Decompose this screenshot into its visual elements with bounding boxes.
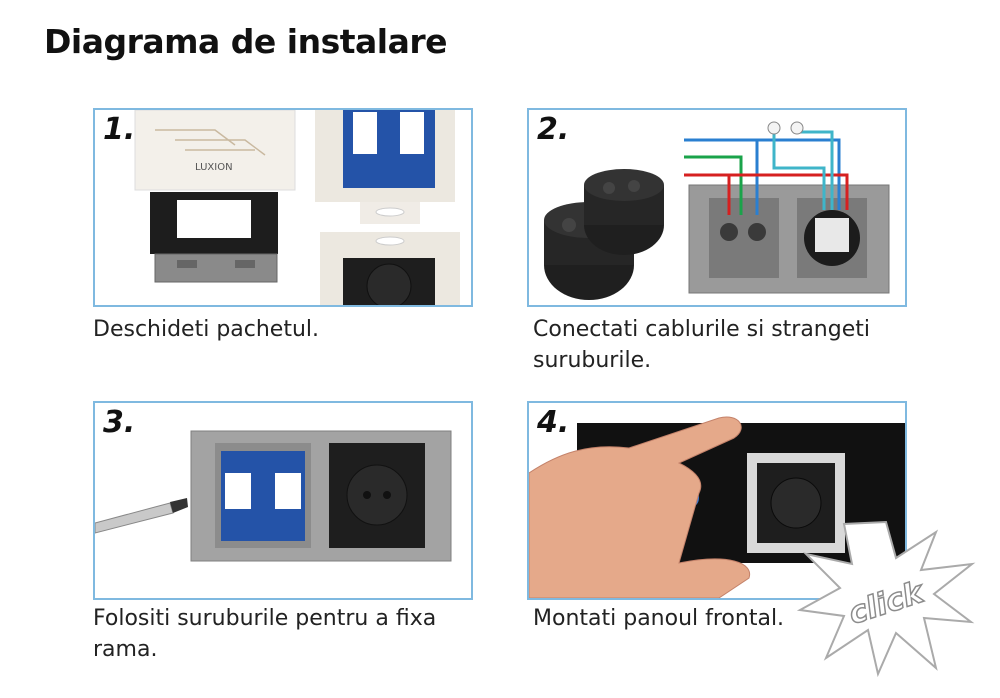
click-badge: click	[796, 520, 976, 678]
step-1-illustration: LUXION	[134, 110, 460, 305]
step-4-panel: 4.	[527, 401, 907, 600]
step-2-caption: Conectati cablurile si strangeti surubur…	[533, 317, 870, 373]
step-2-illustration	[544, 121, 890, 300]
step-1-number: 1.	[103, 112, 136, 147]
step-1-panel: 1. LUXION	[93, 108, 473, 307]
step-2-number: 2.	[537, 112, 570, 147]
brand-label: LUXION	[195, 162, 233, 173]
step-1-caption: Deschideti pachetul.	[93, 317, 320, 342]
step-3-caption: Folositi suruburile pentru a fixa rama.	[93, 606, 437, 662]
step-3-panel: 3.	[93, 401, 473, 600]
step-3-number: 3.	[103, 405, 136, 440]
step-2-panel: 2.	[527, 108, 907, 307]
step-4-illustration	[529, 416, 905, 598]
step-3-illustration	[95, 430, 452, 562]
step-4-caption: Montati panoul frontal.	[533, 606, 785, 631]
page-title: Diagrama de instalare	[44, 22, 448, 61]
step-4-number: 4.	[537, 405, 570, 440]
